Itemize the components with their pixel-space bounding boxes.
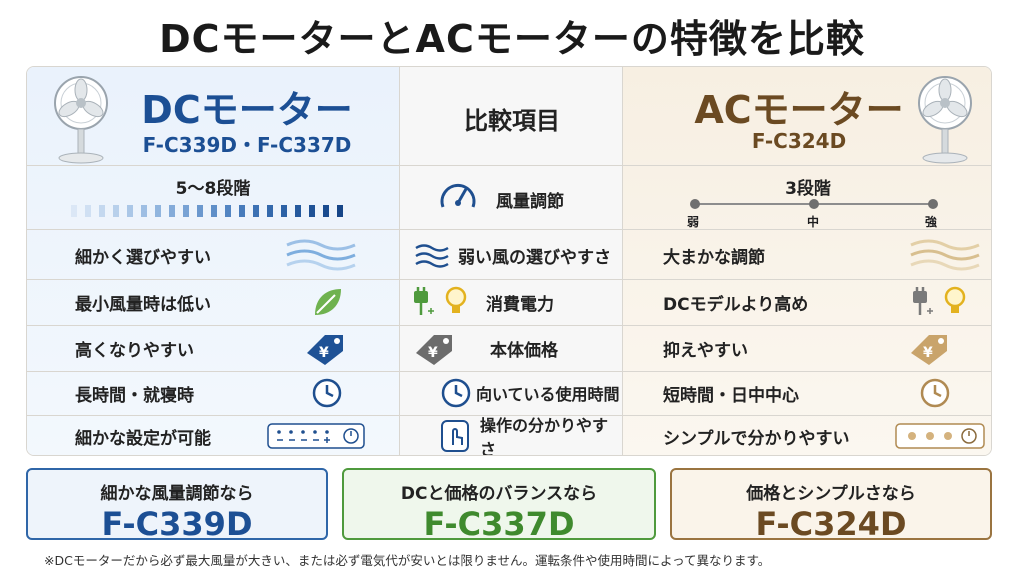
footnote: ※DCモーターだから必ず最大風量が大きい、または必ず電気代が安いとは限りません。…: [44, 553, 771, 568]
ac-weak-wind: 大まかな調節: [663, 247, 765, 268]
recommendation-label: 細かな風量調節なら: [100, 484, 254, 504]
recommendation-model: F-C324D: [755, 505, 907, 543]
fan-icon: [54, 76, 108, 164]
recommendation-model: F-C339D: [101, 505, 253, 543]
comparison-items-column: 比較項目 風量調節 弱い風の選びやすさ: [399, 67, 623, 456]
row-divider: [27, 415, 991, 416]
row-divider: [27, 279, 991, 280]
dc-power: 最小風量時は低い: [75, 294, 211, 315]
price-tag-icon: ¥: [416, 335, 452, 365]
recommendation-label: 価格とシンプルさなら: [746, 484, 916, 504]
svg-text:¥: ¥: [428, 345, 438, 361]
row-divider: [27, 229, 991, 230]
row-divider: [27, 325, 991, 326]
recommendation-card-simple: 価格とシンプルさなら F-C324D: [670, 468, 992, 543]
recommendation-label: DCと価格のバランスなら: [400, 484, 598, 504]
clock-icon: [441, 378, 471, 408]
recommendation-card-fine-control: 細かな風量調節なら F-C339D: [26, 468, 328, 543]
row-divider: [27, 165, 991, 166]
ac-column: ACモーター F-C324D 3段階 弱 中: [623, 67, 991, 455]
dc-weak-wind: 細かく選びやすい: [75, 247, 211, 268]
row-divider: [27, 371, 991, 372]
item-usage-time: 向いている使用時間: [476, 385, 620, 404]
ac-operation: シンプルで分かりやすい: [663, 428, 850, 449]
fan-icon: [918, 76, 972, 164]
price-tag-icon: ¥: [911, 335, 947, 365]
recommendation-card-balance: DCと価格のバランスなら F-C337D: [342, 468, 656, 543]
dc-model-numbers: F-C339D・F-C337D: [142, 133, 352, 157]
comparison-table: DCモーター F-C339D・F-C337D 5〜8段階: [26, 66, 992, 456]
dc-airflow-levels: 5〜8段階: [175, 178, 251, 199]
dc-operation: 細かな設定が可能: [75, 428, 211, 449]
plug-bulb-icon: [913, 286, 966, 315]
dc-column: DCモーター F-C339D・F-C337D 5〜8段階: [27, 67, 399, 455]
level-weak-label: 弱: [687, 215, 700, 229]
clock-icon: [920, 378, 950, 408]
comparison-items-header: 比較項目: [464, 107, 560, 135]
ac-motor-title: ACモーター: [694, 88, 904, 132]
recommendation-model: F-C337D: [423, 505, 575, 543]
dc-motor-title: DCモーター: [141, 88, 353, 132]
page-title: DCモーターとACモーターの特徴を比較: [159, 17, 865, 61]
touch-icon: [441, 420, 469, 452]
svg-text:¥: ¥: [319, 345, 329, 361]
control-panel-icon: [895, 423, 985, 449]
ac-usage-time: 短時間・日中中心: [663, 385, 799, 406]
item-power-consumption: 消費電力: [486, 294, 554, 315]
wind-icon: [415, 244, 449, 268]
item-airflow-adjustment: 風量調節: [496, 191, 564, 212]
three-level-slider: [690, 199, 938, 209]
ac-model-number: F-C324D: [751, 129, 847, 153]
dc-price: 高くなりやすい: [75, 340, 194, 361]
ac-power: DCモデルより高め: [663, 294, 809, 315]
wind-icon: [286, 239, 356, 271]
item-weak-wind: 弱い風の選びやすさ: [458, 247, 611, 268]
clock-icon: [312, 378, 342, 408]
item-unit-price: 本体価格: [490, 340, 558, 361]
svg-text:¥: ¥: [923, 345, 933, 361]
plug-bulb-icon: [414, 286, 467, 315]
level-strong-label: 強: [925, 215, 938, 229]
gauge-icon: [440, 184, 476, 208]
price-tag-icon: ¥: [307, 335, 343, 365]
ac-price: 抑えやすい: [663, 340, 748, 361]
ac-airflow-levels: 3段階: [785, 178, 831, 199]
airflow-level-bars: [71, 205, 343, 217]
leaf-icon: [315, 289, 341, 315]
level-medium-label: 中: [807, 215, 820, 229]
item-ease-of-operation: 操作の分かりやすさ: [480, 416, 609, 456]
control-panel-icon: [267, 423, 365, 449]
dc-usage-time: 長時間・就寝時: [75, 385, 194, 406]
wind-icon: [910, 239, 980, 271]
